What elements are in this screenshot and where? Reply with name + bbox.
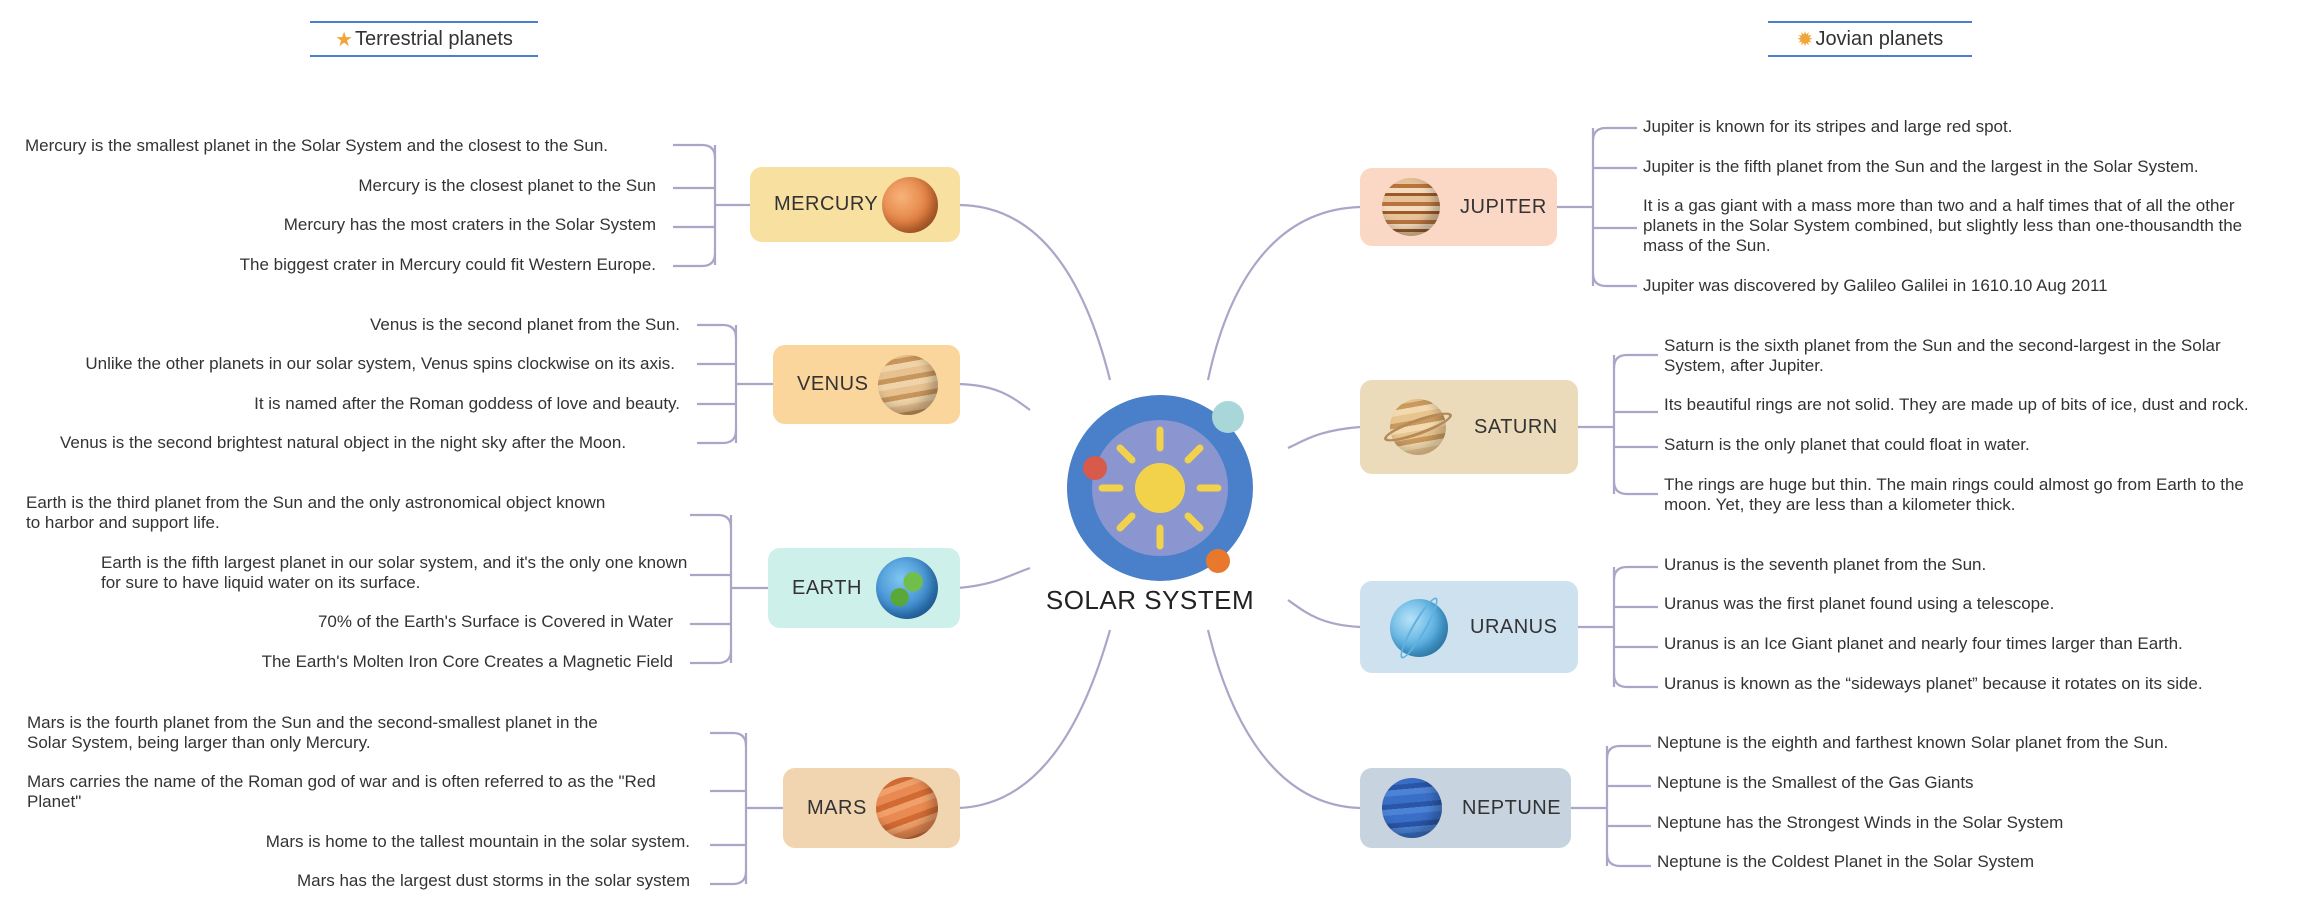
- jovian-planets-header[interactable]: ✹ Jovian planets: [1768, 21, 1972, 57]
- fact-venus-4[interactable]: Venus is the second brightest natural ob…: [60, 433, 627, 452]
- star-icon: ✹: [1796, 28, 1814, 51]
- fact-mercury-2[interactable]: Mercury is the closest planet to the Sun: [358, 176, 656, 195]
- fact-neptune-2[interactable]: Neptune is the Smallest of the Gas Giant…: [1657, 773, 1974, 792]
- neptune-planet-icon: [1382, 778, 1442, 838]
- planet-node-venus[interactable]: VENUS: [773, 345, 960, 424]
- sun-icon: [1067, 395, 1253, 581]
- fact-jupiter-1[interactable]: Jupiter is known for its stripes and lar…: [1643, 117, 2013, 136]
- mercury-planet-icon: [882, 176, 938, 233]
- fact-neptune-4[interactable]: Neptune is the Coldest Planet in the Sol…: [1657, 852, 2035, 871]
- fact-venus-1[interactable]: Venus is the second planet from the Sun.: [370, 315, 680, 334]
- fact-uranus-4[interactable]: Uranus is known as the “sideways planet”…: [1664, 674, 2203, 693]
- jovian-header-label: Jovian planets: [1815, 27, 1944, 50]
- fact-saturn-1[interactable]: Saturn is the sixth planet from the Sun …: [1664, 336, 2221, 375]
- planet-label: JUPITER: [1460, 195, 1547, 218]
- fact-earth-2[interactable]: Earth is the fifth largest planet in our…: [101, 553, 688, 592]
- fact-uranus-3[interactable]: Uranus is an Ice Giant planet and nearly…: [1664, 634, 2183, 653]
- planet-label: URANUS: [1470, 615, 1558, 638]
- fact-earth-4[interactable]: The Earth's Molten Iron Core Creates a M…: [261, 652, 673, 671]
- central-topic-title[interactable]: SOLAR SYSTEM: [1045, 585, 1255, 615]
- terrestrial-planets-header[interactable]: ★ Terrestrial planets: [310, 21, 538, 57]
- saturn-planet-icon: [1381, 397, 1455, 457]
- planet-label: EARTH: [792, 576, 862, 599]
- mars-planet-icon: [876, 777, 938, 839]
- jupiter-planet-icon: [1382, 178, 1440, 236]
- fact-earth-3[interactable]: 70% of the Earth's Surface is Covered in…: [317, 612, 673, 631]
- fact-jupiter-4[interactable]: Jupiter was discovered by Galileo Galile…: [1643, 276, 2108, 295]
- earth-planet-icon: [876, 557, 938, 619]
- fact-saturn-4[interactable]: The rings are huge but thin. The main ri…: [1664, 475, 2244, 514]
- planet-node-mercury[interactable]: MERCURY: [750, 167, 960, 242]
- fact-venus-2[interactable]: Unlike the other planets in our solar sy…: [85, 354, 675, 373]
- fact-neptune-1[interactable]: Neptune is the eighth and farthest known…: [1657, 733, 2169, 752]
- planet-node-earth[interactable]: EARTH: [768, 548, 960, 628]
- fact-neptune-3[interactable]: Neptune has the Strongest Winds in the S…: [1657, 813, 2064, 832]
- venus-planet-icon: [878, 354, 938, 415]
- fact-saturn-3[interactable]: Saturn is the only planet that could flo…: [1664, 435, 2030, 454]
- fact-mercury-4[interactable]: The biggest crater in Mercury could fit …: [239, 255, 656, 274]
- planet-label: MARS: [807, 796, 867, 819]
- fact-saturn-2[interactable]: Its beautiful rings are not solid. They …: [1664, 395, 2249, 414]
- fact-earth-1[interactable]: Earth is the third planet from the Sun a…: [26, 493, 606, 532]
- planet-node-neptune[interactable]: NEPTUNE: [1360, 768, 1571, 848]
- uranus-planet-icon: [1382, 594, 1454, 662]
- planet-label: MERCURY: [774, 193, 879, 215]
- planet-node-saturn[interactable]: SATURN: [1360, 380, 1578, 474]
- fact-venus-3[interactable]: It is named after the Roman goddess of l…: [254, 394, 680, 413]
- planet-node-uranus[interactable]: URANUS: [1360, 581, 1578, 673]
- planet-node-mars[interactable]: MARS: [783, 768, 960, 848]
- planet-label: SATURN: [1474, 415, 1558, 438]
- terrestrial-header-label: Terrestrial planets: [355, 27, 513, 50]
- fact-jupiter-3[interactable]: It is a gas giant with a mass more than …: [1643, 196, 2243, 255]
- fact-uranus-1[interactable]: Uranus is the seventh planet from the Su…: [1664, 555, 1987, 574]
- fact-jupiter-2[interactable]: Jupiter is the fifth planet from the Sun…: [1643, 157, 2199, 176]
- planet-node-jupiter[interactable]: JUPITER: [1360, 168, 1557, 246]
- planet-label: VENUS: [797, 373, 869, 395]
- fact-mercury-3[interactable]: Mercury has the most craters in the Sola…: [283, 215, 656, 234]
- fact-mars-2[interactable]: Mars carries the name of the Roman god o…: [27, 772, 656, 811]
- fact-uranus-2[interactable]: Uranus was the first planet found using …: [1664, 594, 2055, 613]
- fact-mars-4[interactable]: Mars has the largest dust storms in the …: [296, 871, 690, 890]
- fact-mercury-1[interactable]: Mercury is the smallest planet in the So…: [25, 136, 609, 155]
- planet-label: NEPTUNE: [1462, 796, 1562, 819]
- fact-mars-1[interactable]: Mars is the fourth planet from the Sun a…: [27, 713, 598, 752]
- star-icon: ★: [335, 28, 354, 51]
- fact-mars-3[interactable]: Mars is home to the tallest mountain in …: [265, 832, 690, 851]
